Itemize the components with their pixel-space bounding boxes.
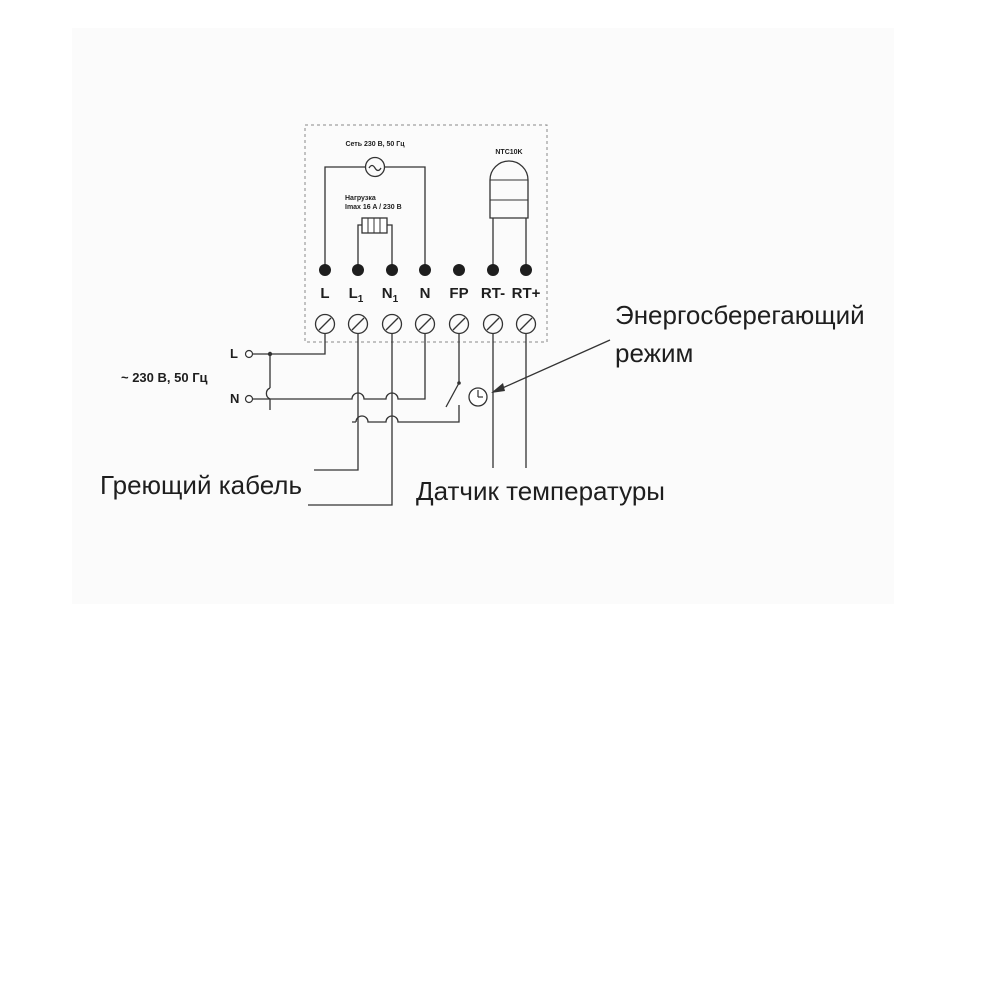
terminal-dots [319,264,532,276]
terminal-dot-RT-plus [520,264,532,276]
terminal-label-L1: L1 [349,285,364,305]
load-label-line1: Нагрузка [345,195,376,202]
screw-terminal-RT-minus-icon [482,313,504,335]
wire-heating-cable-N1 [308,333,393,506]
arrow-head-icon [491,383,505,393]
timer-clock-icon [468,387,488,407]
screw-terminal-L1-icon [347,313,369,335]
terminal-label-RT-plus: RT+ [512,285,541,302]
terminal-label-L: L [320,285,329,302]
terminal-label-N: N [420,285,431,302]
screw-terminal-L-icon [314,313,336,335]
supply-voltage-label: ~ 230 В, 50 Гц [121,370,208,385]
terminal-label-FP: FP [449,285,468,302]
supply-N-label: N [230,391,239,406]
screw-terminal-FP-icon [448,313,470,335]
load-label-line2: Imax 16 A / 230 В [345,204,402,211]
terminal-dot-N [419,264,431,276]
screw-terminal-RT-plus-icon [515,313,537,335]
wire-source-N [384,166,426,268]
temp-sensor-caption: Датчик температуры [416,476,665,506]
wire-source-L [324,166,366,268]
supply-L-terminal-icon [244,349,254,359]
supply-L-label: L [230,346,238,361]
terminal-labels: L L1 N1 N FP RT- RT+ [320,285,540,305]
heating-cable-caption: Греющий кабель [100,470,302,500]
energy-mode-caption-line1: Энергосберегающий [615,300,865,330]
switch-blade-icon [445,382,460,408]
wire-heating-cable-L1 [314,333,359,471]
terminal-label-RT-minus: RT- [481,285,505,302]
wire-load-L1 [357,224,362,268]
terminal-dot-N1 [386,264,398,276]
sensor-model-label: NTC10K [495,149,522,156]
wire-load-N1 [387,224,393,268]
heating-load-icon [361,217,388,234]
diagram-background [72,28,894,604]
terminal-dot-L [319,264,331,276]
thermostat-enclosure [304,124,548,343]
wire-supply-L [252,333,326,355]
wire-switch-return [352,405,460,423]
screw-terminal-N-icon [414,313,436,335]
sine-wave-icon [368,164,382,172]
screw-terminals [314,313,537,335]
screw-terminal-N1-icon [381,313,403,335]
terminal-dot-RT-minus [487,264,499,276]
ntc-sensor-icon [489,160,529,219]
supply-N-terminal-icon [244,394,254,404]
wire-supply-N [252,333,426,400]
terminal-dot-L1 [352,264,364,276]
terminal-label-N1: N1 [382,285,399,305]
terminal-dot-FP [453,264,465,276]
network-label: Сеть 230 В, 50 Гц [345,141,405,148]
energy-mode-pointer [497,339,611,391]
energy-mode-caption-line2: режим [615,338,693,368]
